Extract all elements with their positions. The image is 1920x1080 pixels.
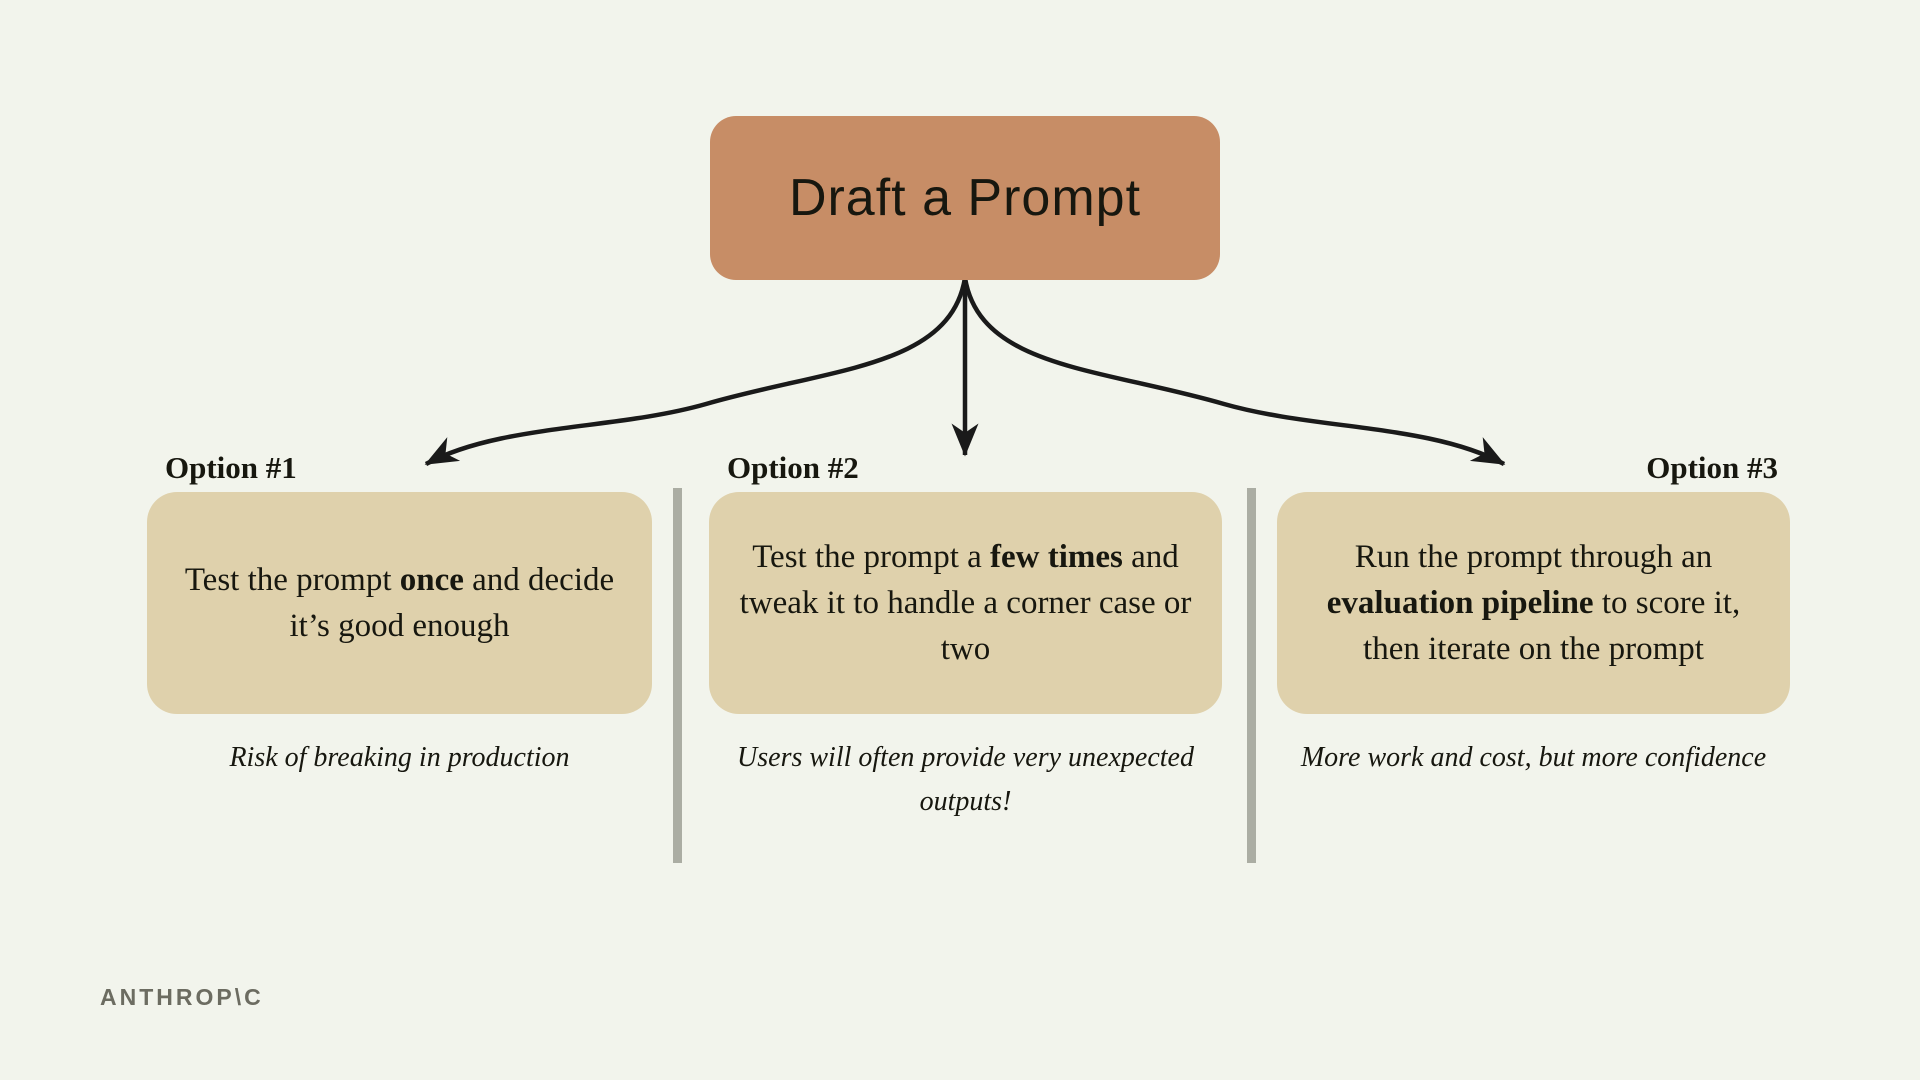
option-1-caption: Risk of breaking in production — [229, 742, 570, 773]
option-1-box: Test the prompt once and decide it’s goo… — [147, 492, 652, 714]
option-1-body: Test the prompt once and decide it’s goo… — [184, 562, 615, 644]
option-3-body: Run the prompt through an evaluation pip… — [1326, 539, 1741, 667]
option-2-label: Option #2 — [727, 450, 859, 485]
arrow-to-option-3 — [962, 277, 1506, 466]
option-3-box: Run the prompt through an evaluation pip… — [1277, 492, 1790, 714]
option-2-box: Test the prompt a few times and tweak it… — [709, 492, 1222, 714]
option-2-body: Test the prompt a few times and tweak it… — [739, 539, 1192, 667]
column-divider-1 — [673, 488, 682, 863]
option-2-caption: Users will often provide very unexpected… — [737, 742, 1194, 817]
title-box: Draft a Prompt — [710, 116, 1220, 280]
arrow-to-option-1 — [424, 277, 968, 466]
option-3-caption: More work and cost, but more confidence — [1300, 742, 1767, 773]
option-1-label: Option #1 — [165, 450, 297, 485]
column-divider-2 — [1247, 488, 1256, 863]
title-label: Draft a Prompt — [788, 169, 1142, 227]
anthropic-logo: ANTHROP\C — [100, 984, 264, 1010]
option-3-label: Option #3 — [1646, 450, 1778, 485]
